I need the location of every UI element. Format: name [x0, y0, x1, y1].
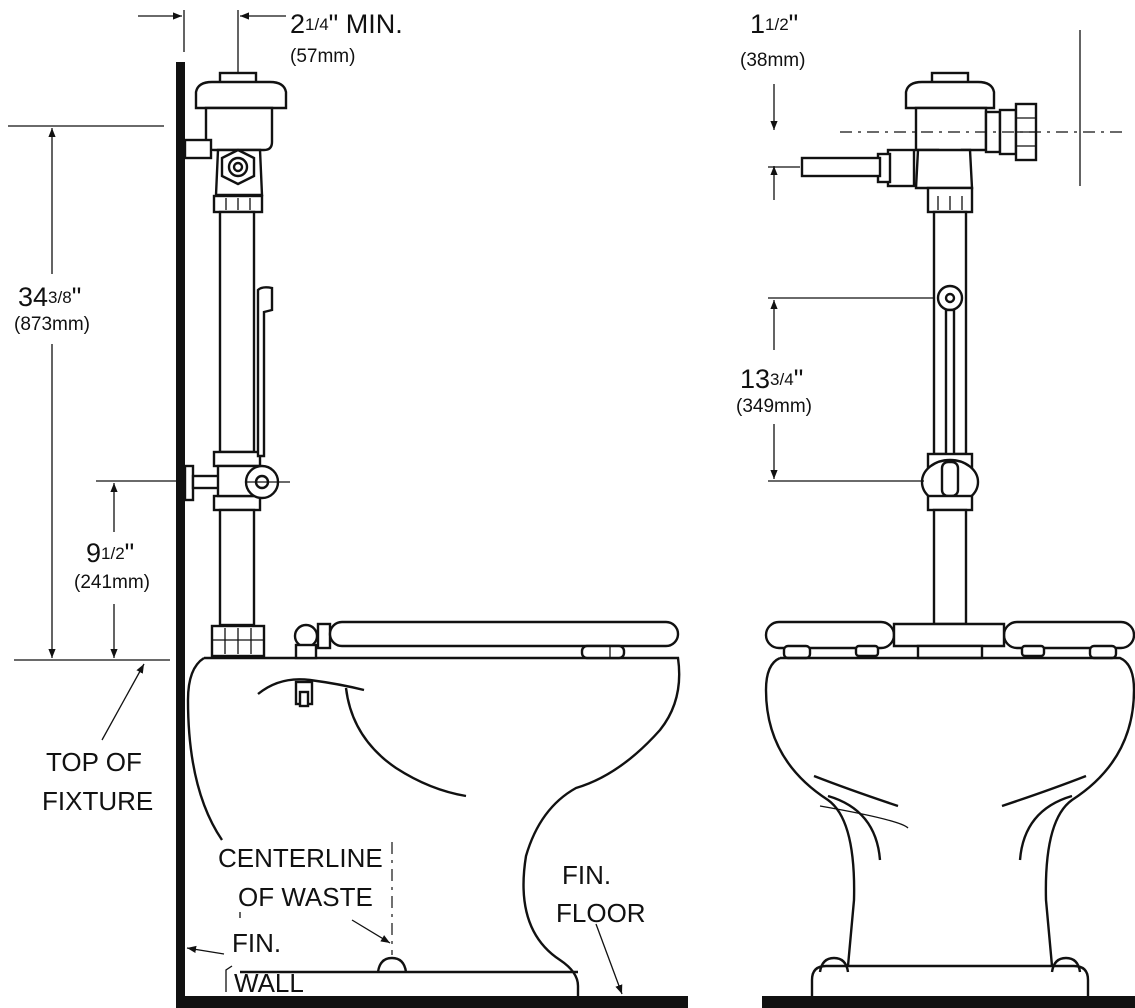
- label-fin-wall: FIN. WALL: [186, 928, 304, 998]
- toilet-bowl-front: [764, 656, 1135, 996]
- label-top-of-fixture-1: TOP OF: [46, 747, 142, 777]
- svg-text:133/4": 133/4": [740, 364, 803, 394]
- dim-tube-whole: 13: [740, 364, 770, 394]
- dim-total-unit: ": [72, 282, 82, 312]
- dim-handle-unit: ": [789, 9, 799, 39]
- label-centerline-2: OF WASTE: [238, 882, 373, 912]
- label-top-of-fixture-2: FIXTURE: [42, 786, 153, 816]
- svg-text:343/8": 343/8": [18, 282, 81, 312]
- label-fin-floor-1: FIN.: [562, 860, 611, 890]
- label-centerline-1: CENTERLINE: [218, 843, 383, 873]
- svg-text:21/4" MIN.: 21/4" MIN.: [290, 9, 403, 39]
- flush-tube-front: [920, 210, 980, 626]
- dim-supply-whole: 9: [86, 538, 101, 568]
- dim-total-whole: 34: [18, 282, 48, 312]
- dim-height-supply: 91/2" (241mm): [74, 480, 184, 658]
- dim-tube-mm: (349mm): [736, 396, 812, 417]
- label-fin-floor: FIN. FLOOR: [556, 860, 646, 995]
- dim-total-frac: 3/8: [48, 288, 72, 307]
- dim-handle-offset: 11/2" (38mm): [740, 9, 805, 200]
- dim-tube-unit: ": [794, 364, 804, 394]
- dim-tube-length: 133/4" (349mm): [736, 297, 934, 482]
- dim-offset-min: 21/4" MIN. (57mm): [138, 9, 403, 72]
- toilet-bowl-side: [186, 620, 681, 996]
- flush-valve-side: [183, 71, 288, 214]
- dim-supply-mm: (241mm): [74, 572, 150, 593]
- flush-tube-side: [210, 210, 266, 658]
- dim-handle-mm: (38mm): [740, 50, 805, 71]
- label-fin-wall-1: FIN.: [232, 928, 281, 958]
- dim-offset-whole: 2: [290, 9, 305, 39]
- toilet-seat-front: [764, 620, 1135, 660]
- finished-floor-front: [762, 996, 1135, 1008]
- control-stop-side: [183, 286, 290, 502]
- label-top-of-fixture: TOP OF FIXTURE: [42, 663, 153, 816]
- dim-handle-frac: 1/2: [765, 15, 789, 34]
- dim-height-total: 343/8" (873mm): [8, 125, 170, 661]
- label-fin-floor-2: FLOOR: [556, 898, 646, 928]
- dim-offset-mm: (57mm): [290, 46, 355, 67]
- finished-wall: [176, 62, 185, 1008]
- front-view: 11/2" (38mm) 133/4" (349mm): [736, 9, 1135, 1008]
- label-centerline-of-waste: CENTERLINE OF WASTE: [218, 842, 393, 955]
- finished-floor: [176, 996, 688, 1008]
- dim-offset-unit: " MIN.: [329, 9, 403, 39]
- flush-valve-front: [800, 30, 1128, 214]
- side-view: 21/4" MIN. (57mm) 343/8" (873mm) 91/2" (…: [8, 9, 688, 1008]
- dim-handle-whole: 1: [750, 9, 765, 39]
- dim-supply-frac: 1/2: [101, 544, 125, 563]
- dim-offset-frac: 1/4: [305, 15, 329, 34]
- dim-supply-unit: ": [125, 538, 135, 568]
- dim-tube-frac: 3/4: [770, 370, 794, 389]
- dim-total-mm: (873mm): [14, 314, 90, 335]
- svg-text:11/2": 11/2": [750, 9, 798, 39]
- svg-text:91/2": 91/2": [86, 538, 134, 568]
- label-fin-wall-2: WALL: [234, 968, 304, 998]
